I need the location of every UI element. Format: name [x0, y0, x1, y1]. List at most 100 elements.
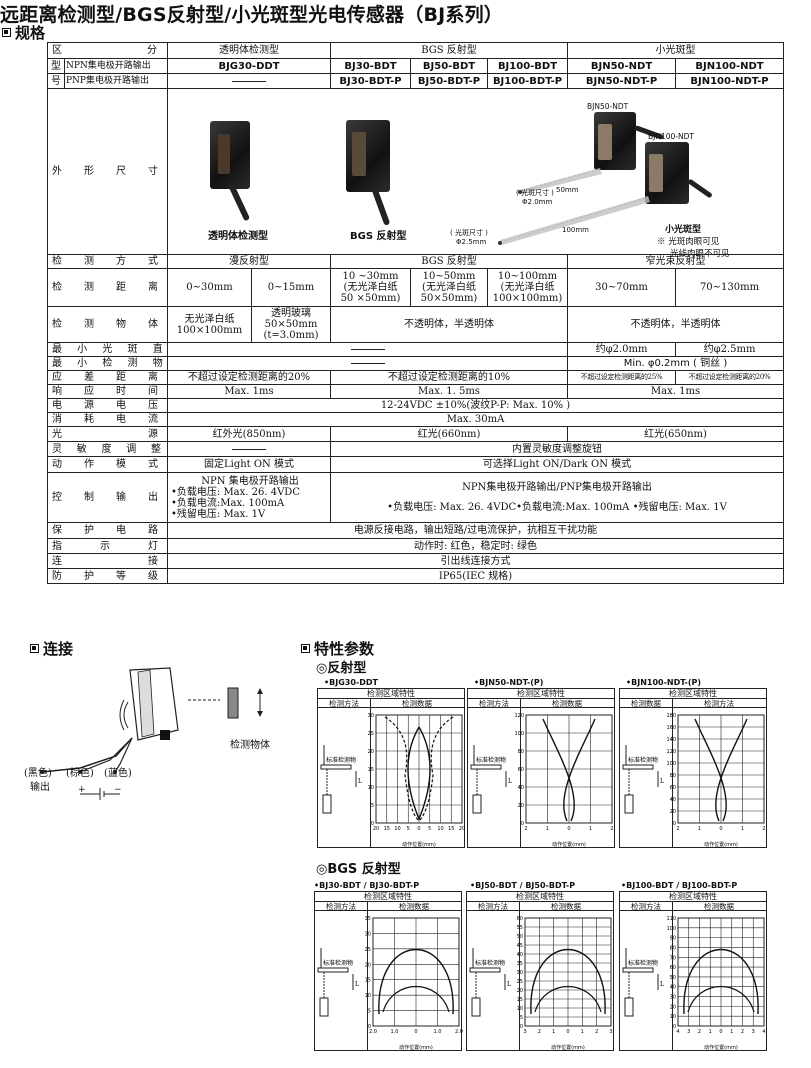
- x-tick-label: 0: [567, 826, 570, 832]
- protect-label: 保 护 电 路: [47, 522, 168, 539]
- x-tick-label: 3: [752, 1029, 755, 1035]
- photo-label-bgs: BGS 反射型: [350, 231, 407, 242]
- chart-divider: [519, 902, 520, 1050]
- pnp-label: PNP集电极开路输出: [64, 73, 168, 89]
- svg-text:标准检测物: 标准检测物: [326, 756, 356, 764]
- model-label-2: 号: [47, 73, 65, 89]
- y-tick-label: 0: [673, 1024, 676, 1030]
- y-tick-label: 180: [666, 713, 676, 719]
- x-axis-label: 动作位置(mm): [399, 1044, 433, 1051]
- x-tick-label: 10: [394, 826, 400, 832]
- method-sketch: 标准检测物 L: [470, 745, 512, 814]
- output-label: 输出: [30, 782, 50, 793]
- y-tick-label: 120: [514, 713, 524, 719]
- curve-left: [384, 716, 420, 822]
- hysteresis-label: 应 差 距 离: [47, 370, 168, 385]
- y-tick-label: 70: [670, 955, 676, 961]
- x-axis-label: 动作位置(mm): [402, 841, 436, 848]
- min-spot-bjn50: 约φ2.0mm: [567, 342, 677, 357]
- y-tick-label: 25: [365, 947, 371, 953]
- mode-transparent: 固定Light ON 模式: [167, 456, 331, 473]
- min-spot-none: [166, 342, 569, 357]
- x-tick-label: 2.0: [369, 1029, 377, 1035]
- y-tick-label: 10: [365, 993, 371, 999]
- visibility-note-1: ※ 光斑肉眼可见: [657, 237, 720, 247]
- y-tick-label: 50: [517, 934, 523, 940]
- response-label: 响 应 时 间: [47, 384, 168, 399]
- square-bullet-icon: [2, 28, 11, 37]
- connect-value: 引出线连接方式: [166, 553, 785, 569]
- method-transparent: 漫反射型: [167, 254, 331, 269]
- y-tick-label: 60: [670, 965, 676, 971]
- x-tick-label: 5: [428, 826, 431, 832]
- y-tick-label: 25: [517, 979, 523, 985]
- curve-right: [418, 716, 454, 822]
- y-tick-label: 15: [365, 978, 371, 984]
- distance-label: 检 测 距 离: [47, 268, 168, 307]
- chart-divider: [672, 699, 673, 847]
- y-tick-label: 35: [365, 916, 371, 922]
- characteristics-title: 特性参数: [301, 638, 374, 659]
- sensitivity-label: 灵 敏 度 调 整: [47, 441, 168, 457]
- x-axis-label: 动作位置(mm): [552, 841, 586, 848]
- chart-box-title: 检测区域特性: [467, 892, 613, 902]
- x-tick-label: 5: [407, 826, 410, 832]
- x-tick-label: 1: [730, 1029, 733, 1035]
- chart-title: •BJ30-BDT / BJ30-BDT-P: [314, 881, 420, 890]
- x-tick-label: 0: [719, 826, 722, 832]
- y-tick-label: 110: [666, 916, 676, 922]
- y-tick-label: 20: [518, 803, 524, 809]
- distance-bjn100: 70~130mm: [675, 268, 785, 307]
- hysteresis-transparent: 不超过设定检测距离的20%: [167, 370, 331, 385]
- x-tick-label: 2: [595, 1029, 598, 1035]
- svg-text:标准检测物: 标准检测物: [476, 756, 506, 764]
- x-tick-label: 2: [610, 826, 613, 832]
- svg-text:标准检测物: 标准检测物: [628, 959, 658, 967]
- y-tick-label: 30: [365, 931, 371, 937]
- power-label: 电 源 电 压: [47, 398, 168, 413]
- y-tick-label: 0: [521, 821, 524, 827]
- chart-head-right: 检测数据: [672, 902, 766, 911]
- chart-head-right: 检测数据: [367, 902, 461, 911]
- y-tick-label: 30: [517, 970, 523, 976]
- bgs-type-title: ◎BGS 反射型: [316, 862, 401, 877]
- model-bjn100: BJN100-NDT: [675, 58, 785, 74]
- curve-inner: [534, 986, 602, 1013]
- spec-table: 区 分 透明体检测型 BGS 反射型 小光斑型 型 NPN集电极开路输出 BJG…: [47, 42, 785, 584]
- reflect-type-title: ◎反射型: [316, 661, 367, 676]
- ip-value: IP65(IEC 规格): [166, 568, 785, 584]
- minus-label: −: [114, 785, 122, 795]
- x-tick-label: 1.0: [434, 1029, 442, 1035]
- chart-box-title: 检测区域特性: [620, 689, 766, 699]
- y-tick-label: 20: [365, 962, 371, 968]
- x-tick-label: 2: [538, 1029, 541, 1035]
- curve-inner: [382, 986, 450, 1013]
- x-axis-label: 动作位置(mm): [704, 1044, 738, 1051]
- y-tick-label: 5: [371, 803, 374, 809]
- header-transparent: 透明体检测型: [167, 42, 331, 59]
- x-tick-label: 2: [698, 1029, 701, 1035]
- model-bj100-p: BJ100-BDT-P: [486, 73, 569, 89]
- indicator-label: 指 示 灯: [47, 538, 168, 554]
- curve-left: [694, 718, 727, 822]
- photo-label-transparent: 透明体检测型: [208, 231, 268, 242]
- chart-box-title: 检测区域特性: [468, 689, 614, 699]
- min-object-none: [166, 356, 569, 371]
- x-tick-label: 1: [589, 826, 592, 832]
- protect-value: 电源反接电路，输出短路/过电流保护，抗相互干扰功能: [166, 522, 785, 539]
- connection-object-label: 检测物体: [230, 740, 270, 751]
- svg-text:L: L: [508, 778, 512, 785]
- y-tick-label: 10: [517, 1006, 523, 1012]
- control-transparent: NPN 集电极开路输出 •负载电压: Max. 26. 4VDC •负载电流:M…: [167, 472, 331, 523]
- hysteresis-bjn50: 不超过设定检测距离的25%: [567, 370, 677, 385]
- chart-box-title: 检测区域特性: [318, 689, 464, 699]
- y-tick-label: 10: [670, 1014, 676, 1020]
- curve-outer: [683, 948, 759, 1015]
- visibility-note-2: 光线肉眼不可见: [670, 249, 730, 259]
- mode-others: 可选择Light ON/Dark ON 模式: [329, 456, 785, 473]
